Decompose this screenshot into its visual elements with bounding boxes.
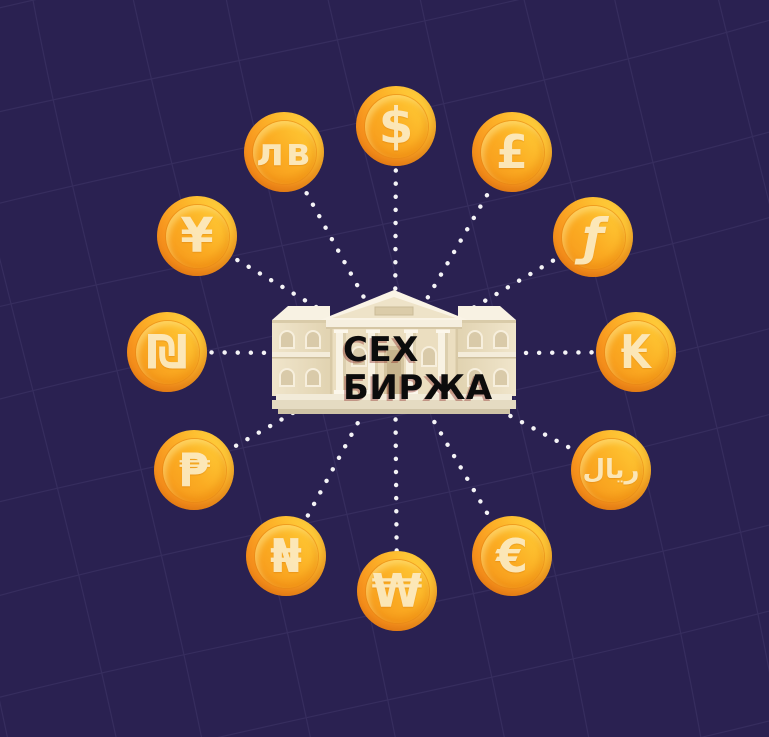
coin-korean-won: ₩: [357, 551, 437, 631]
yen-symbol: ¥: [180, 208, 214, 264]
us-dollar-symbol: $: [378, 97, 414, 155]
exchange-title-line1: CEX: [343, 330, 419, 370]
coin-face: ريال: [579, 438, 643, 502]
building-right-wing: [458, 306, 516, 396]
coin-face: £: [480, 120, 544, 184]
coin-bulgarian-lev: лв: [244, 112, 324, 192]
naira-symbol: ₦: [269, 529, 302, 583]
coin-face: ₪: [135, 320, 199, 384]
coin-euro: €: [472, 516, 552, 596]
coin-face: ₩: [365, 559, 429, 623]
building-base: [272, 394, 516, 414]
peso-symbol: ₱: [177, 443, 210, 497]
coin-pound-sterling: £: [472, 112, 552, 192]
coin-us-dollar: $: [356, 86, 436, 166]
exchange-title-line2: БИРЖА: [343, 368, 493, 408]
coin-face: ¥: [165, 204, 229, 268]
lev-symbol: лв: [256, 130, 312, 174]
coin-face: ₭: [604, 320, 668, 384]
coin-florin: ƒ: [553, 197, 633, 277]
rial-symbol: ريال: [582, 455, 640, 485]
coin-lao-kip: ₭: [596, 312, 676, 392]
coin-face: ₦: [254, 524, 318, 588]
shekel-symbol: ₪: [146, 325, 188, 379]
building-columns: [334, 329, 450, 394]
pound-symbol: £: [495, 125, 528, 179]
exchange-building-icon: [272, 290, 516, 414]
coin-face: ƒ: [561, 205, 625, 269]
coin-face: ₱: [162, 438, 226, 502]
building-central-block: [320, 290, 468, 396]
coin-yen: ¥: [157, 196, 237, 276]
coin-face: $: [364, 94, 428, 158]
coin-philippine-peso: ₱: [154, 430, 234, 510]
exchange-title: CEX БИРЖА: [343, 331, 493, 407]
won-symbol: ₩: [371, 564, 423, 618]
coin-rial: ريال: [571, 430, 651, 510]
kip-symbol: ₭: [619, 325, 652, 379]
coin-nigerian-naira: ₦: [246, 516, 326, 596]
coin-israeli-shekel: ₪: [127, 312, 207, 392]
coin-face: лв: [252, 120, 316, 184]
florin-symbol: ƒ: [582, 208, 604, 266]
coin-face: €: [480, 524, 544, 588]
building-left-wing: [272, 306, 330, 396]
euro-symbol: €: [495, 529, 528, 583]
